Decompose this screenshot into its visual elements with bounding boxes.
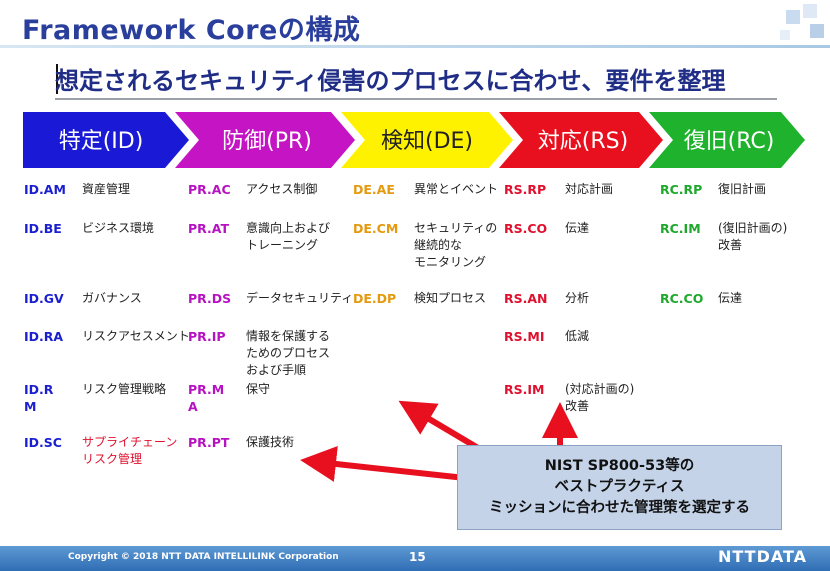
- copyright-text: Copyright © 2018 NTT DATA INTELLILINK Co…: [68, 552, 339, 562]
- category-name: 分析: [565, 291, 590, 305]
- chevron-protect: [175, 112, 355, 168]
- category-code-wrap: M: [24, 399, 37, 414]
- page-title: Framework Coreの構成: [22, 15, 361, 46]
- callout-line-2: ベストプラクティス: [554, 479, 685, 495]
- category-name: 意識向上および: [246, 221, 331, 235]
- category-name-line2: 改善: [718, 238, 743, 252]
- category-name: 伝達: [565, 221, 590, 235]
- category-code: PR.IP: [188, 329, 226, 344]
- subtitle-underline: [55, 98, 777, 100]
- category-code: RS.RP: [504, 182, 547, 197]
- function-chevrons: 特定(ID) 防御(PR) 検知(DE) 対応(RS) 復旧(RC): [23, 112, 805, 168]
- chevron-recover: [649, 112, 805, 168]
- category-name: アクセス制御: [246, 182, 318, 196]
- category-name: ビジネス環境: [82, 221, 155, 235]
- function-label-recover: 復旧(RC): [684, 129, 775, 154]
- arrow-to-detect: [398, 400, 480, 451]
- brand-logo: NTTDATA: [718, 547, 808, 566]
- category-code: RC.IM: [660, 221, 701, 236]
- category-code: RS.CO: [504, 221, 548, 236]
- category-code: RS.MI: [504, 329, 545, 344]
- category-name: 異常とイベント: [414, 182, 499, 196]
- callout-line-1: NIST SP800-53等の: [544, 458, 695, 474]
- function-label-identify: 特定(ID): [59, 129, 144, 154]
- category-code: RS.AN: [504, 291, 548, 306]
- category-name-line2: ためのプロセス: [246, 346, 331, 360]
- category-code: DE.AE: [353, 182, 395, 197]
- category-name: セキュリティの: [414, 221, 498, 235]
- category-code: PR.DS: [188, 291, 232, 306]
- category-code: RC.CO: [660, 291, 704, 306]
- category-code: PR.M: [188, 382, 225, 397]
- page-number: 15: [409, 550, 426, 564]
- category-code: PR.PT: [188, 435, 230, 450]
- category-name: 復旧計画: [718, 182, 767, 196]
- text-cursor: [56, 64, 58, 94]
- category-name: ガバナンス: [82, 291, 142, 305]
- function-label-detect: 検知(DE): [381, 129, 473, 154]
- category-name: 資産管理: [82, 182, 131, 196]
- category-code: RS.IM: [504, 382, 545, 397]
- category-name-line2: 継続的な: [414, 238, 463, 252]
- chevron-detect: [341, 112, 513, 168]
- category-name: (対応計画の): [565, 382, 635, 396]
- category-name-line3: モニタリング: [414, 255, 487, 269]
- category-code: RC.RP: [660, 182, 703, 197]
- category-code-wrap: A: [188, 399, 198, 414]
- category-name: 情報を保護する: [246, 329, 331, 343]
- category-code: ID.R: [24, 382, 54, 397]
- category-name: 保護技術: [246, 435, 295, 449]
- category-name: サプライチェーン: [82, 435, 178, 449]
- category-name: 伝達: [718, 291, 743, 305]
- category-code: DE.DP: [353, 291, 397, 306]
- category-code: ID.RA: [24, 329, 64, 344]
- category-name: データセキュリティ: [246, 291, 354, 305]
- category-name-line3: および手順: [246, 363, 307, 377]
- chevron-identify: [23, 112, 189, 168]
- category-code: ID.BE: [24, 221, 62, 236]
- category-name: 検知プロセス: [414, 291, 487, 305]
- category-code: PR.AT: [188, 221, 229, 236]
- function-label-protect: 防御(PR): [222, 129, 312, 154]
- category-name: リスク管理戦略: [82, 382, 167, 396]
- category-name: 低減: [565, 329, 590, 343]
- arrow-to-protect: [300, 446, 466, 482]
- category-name: 保守: [246, 382, 271, 396]
- chevron-respond: [499, 112, 663, 168]
- category-code: ID.SC: [24, 435, 62, 450]
- footer-bar: [0, 546, 830, 571]
- category-name: 対応計画: [565, 182, 614, 196]
- category-name-line2: リスク管理: [82, 452, 143, 466]
- title-divider: [0, 45, 830, 48]
- callout-line-3: ミッションに合わせた管理策を選定する: [489, 500, 750, 516]
- subtitle[interactable]: 想定されるセキュリティ侵害のプロセスに合わせ、要件を整理: [55, 67, 726, 95]
- function-label-respond: 対応(RS): [538, 129, 628, 154]
- category-name-line2: トレーニング: [246, 238, 319, 252]
- category-code: ID.GV: [24, 291, 64, 306]
- category-code: DE.CM: [353, 221, 399, 236]
- category-code: ID.AM: [24, 182, 66, 197]
- category-code: PR.AC: [188, 182, 231, 197]
- category-name: (復旧計画の): [718, 221, 788, 235]
- callout-box: NIST SP800-53等の ベストプラクティス ミッションに合わせた管理策を…: [457, 445, 782, 530]
- category-name: リスクアセスメント: [82, 329, 190, 343]
